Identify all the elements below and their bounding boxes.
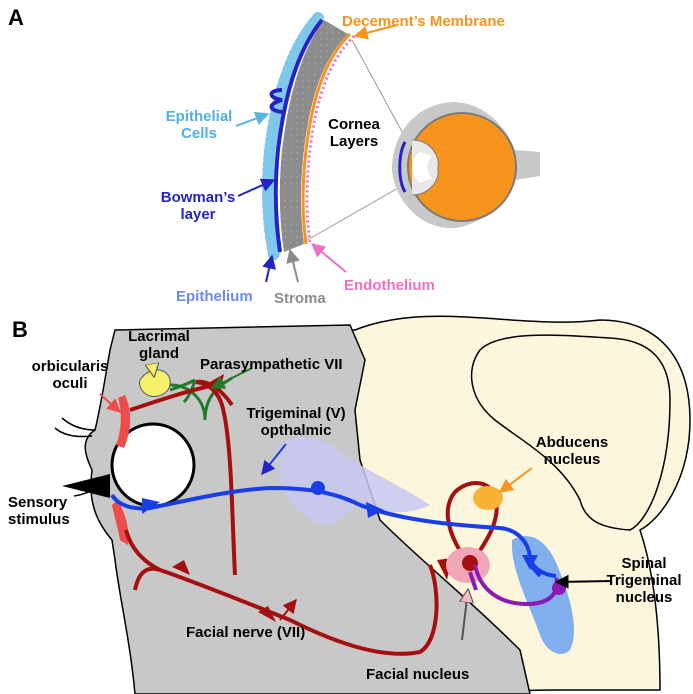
- decements-membrane-label: Decement’s Membrane: [342, 13, 505, 30]
- panel-a-label: A: [8, 5, 24, 30]
- orbicularis-oculi-arrow: [99, 393, 122, 413]
- cornea-layers-label: Cornea Layers: [328, 116, 380, 150]
- epithelial-cells-label: Epithelial Cells: [165, 108, 233, 142]
- bowmans-layer-label: Bowman’s layer: [160, 189, 236, 223]
- cerebellum-outline: [470, 334, 671, 531]
- parasympathetic-arrow: [210, 367, 253, 389]
- facial-nerve-arrowhead-low: [258, 606, 276, 622]
- stroma-layer: [279, 20, 348, 252]
- facial-nucleus-label: Facial nucleus: [366, 666, 470, 683]
- interneuron-cell: [552, 581, 566, 595]
- stroma-label: Stroma: [274, 290, 326, 307]
- lacrimal-gland-arrow: [152, 364, 154, 376]
- facial-nerve-label: Facial nerve (VII): [186, 624, 306, 641]
- decement-arrow: [353, 24, 398, 40]
- panel-b-label: B: [12, 317, 28, 342]
- facial-nerve-to-oculi: [129, 383, 216, 412]
- trigeminal-arrowhead-2: [366, 502, 384, 518]
- orbicularis-oculi-upper: [116, 395, 131, 448]
- facial-nerve-genu-loop: [445, 481, 499, 567]
- facial-nerve-arrowhead-mid: [172, 560, 190, 575]
- facial-nerve-lower-branch: [124, 529, 161, 572]
- spinal-trigeminal-label: Spinal Trigeminal nucleus: [606, 555, 682, 606]
- stroma-arrow: [286, 248, 300, 283]
- bowmans-layer: [273, 18, 324, 253]
- epithelial-cells-layer: [261, 12, 324, 261]
- abducens-nucleus: [473, 486, 503, 510]
- eye-illustration: [392, 102, 540, 229]
- trigeminal-arrowhead-3: [522, 555, 538, 570]
- zoom-line-bottom: [303, 179, 413, 243]
- endothelium-layer: [305, 34, 356, 243]
- upper-eyelash: [54, 417, 96, 438]
- lacrimal-gland-label: Lacrimal gland: [128, 328, 190, 362]
- trigeminal-arrowhead-1: [142, 498, 160, 514]
- facial-nucleus-label-arrow: [462, 590, 468, 641]
- decements-membrane: [301, 32, 352, 245]
- bowmans-layer-fold: [269, 88, 283, 114]
- endothelium-label: Endothelium: [344, 277, 435, 294]
- parasympathetic-label: Parasympathetic VII: [200, 356, 343, 373]
- bowmans-layer-arrow: [237, 178, 276, 197]
- sensory-stimulus-label: Sensory stimulus: [8, 494, 70, 528]
- trigeminal-ganglion: [278, 437, 430, 525]
- spinal-trigeminal-nucleus: [511, 536, 575, 655]
- orbicularis-oculi-label: orbicularis oculi: [31, 358, 109, 392]
- abducens-label-arrow: [498, 467, 533, 493]
- epithelium-arrow: [262, 254, 276, 283]
- sensory-stimulus-wedge: [62, 474, 110, 498]
- epithelium-label: Epithelium: [176, 288, 253, 305]
- spinal-trigeminal-label-arrow: [554, 574, 613, 589]
- orbicularis-oculi-lower: [112, 500, 129, 545]
- facial-nerve-label-arrow: [279, 598, 297, 621]
- endothelium-arrow: [310, 243, 347, 273]
- abducens-label: Abducens nucleus: [535, 434, 609, 468]
- epithelial-cells-arrow: [235, 111, 270, 127]
- trigeminal-label-arrow: [261, 443, 287, 476]
- interneuron-stub: [468, 571, 478, 591]
- zoom-line-top: [351, 39, 413, 151]
- trigeminal-label: Trigeminal (V) opthalmic: [246, 405, 346, 439]
